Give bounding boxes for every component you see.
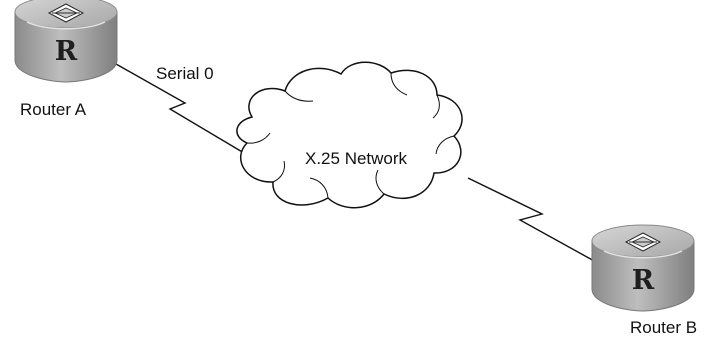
serial-link-router-a-to-network <box>115 63 245 154</box>
x25-network-cloud <box>236 61 463 209</box>
serial-link-network-to-router-b <box>467 177 597 263</box>
cloud-inner-contour-3 <box>432 94 440 119</box>
router-b-label: Router B <box>630 318 697 337</box>
cloud-inner-contour-2 <box>390 72 408 96</box>
cloud-inner-contour-4 <box>435 135 455 155</box>
cloud-inner-contour-5 <box>375 169 385 195</box>
cloud-inner-contour-6 <box>309 177 329 199</box>
cloud-inner-contour-8 <box>246 132 271 144</box>
router-b-icon: R <box>591 224 695 312</box>
router-a-icon: R <box>14 0 118 83</box>
x25-network-label: X.25 Network <box>305 149 408 168</box>
cloud-inner-contour-1 <box>284 90 314 102</box>
serial-0-label: Serial 0 <box>156 64 214 83</box>
router-a-label: Router A <box>20 100 87 119</box>
router-a-letter: R <box>55 36 78 67</box>
router-b-letter: R <box>632 265 655 296</box>
cloud-inner-contour-7 <box>272 160 285 183</box>
